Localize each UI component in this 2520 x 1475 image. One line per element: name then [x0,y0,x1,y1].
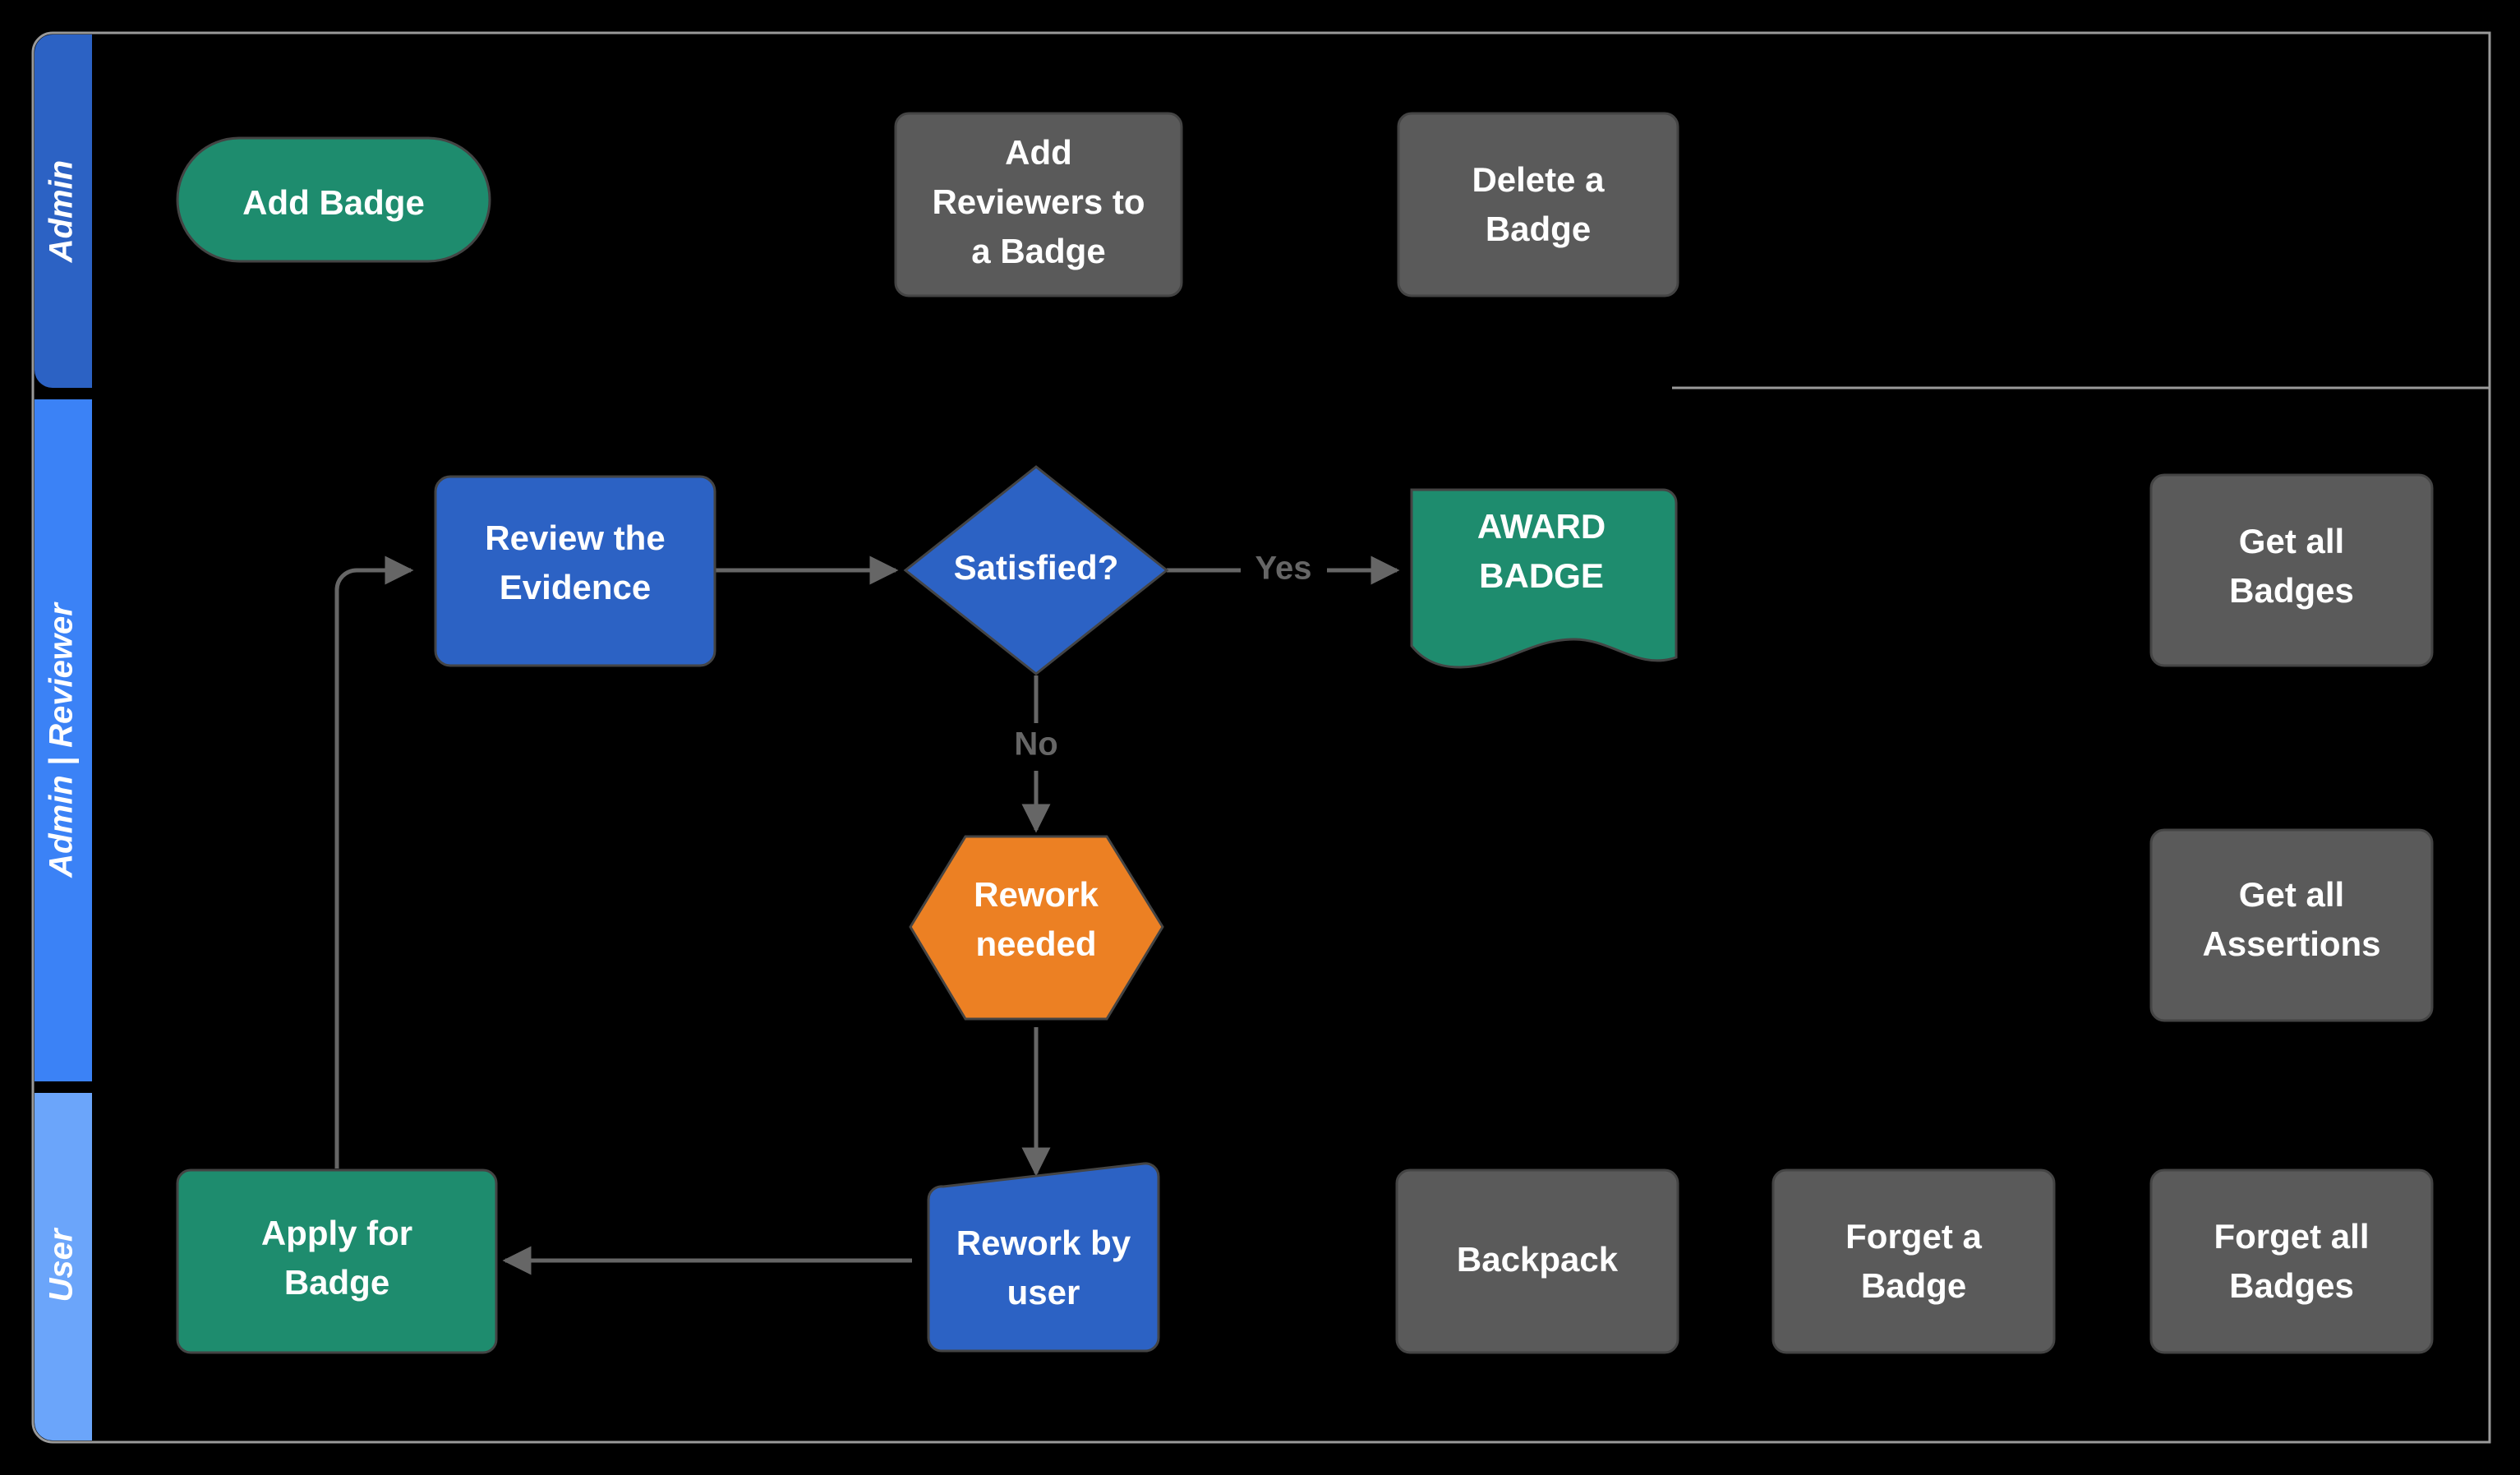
edge-label-yes: Yes [1255,551,1312,587]
node-forget-all-badges-shape [2149,1168,2434,1354]
node-apply-for-badge-shape [176,1168,498,1354]
node-forget-a-badge-line2: Badge [1861,1266,1966,1305]
node-rework-by-user-line1: Rework by [956,1224,1131,1262]
node-award-badge-shape [1410,488,1678,669]
node-forget-a-badge[interactable]: Forget a Badge [1771,1168,2056,1354]
node-rework-needed-shape [909,835,1164,1021]
lane-admin-bar [35,35,92,388]
edge-label-no: No [1014,726,1057,763]
node-add-badge-shape [176,136,491,263]
node-add-reviewers-line2: Reviewers to [932,182,1145,221]
lane-user-bar [35,1093,92,1440]
node-get-all-assertions-line1: Get all [2239,875,2344,914]
node-backpack-shape [1395,1168,1679,1354]
lane-admin[interactable]: Admin [35,35,92,388]
edges-layer: (up) --> Review the Evidence --> Satisfi… [334,546,1400,1275]
node-get-all-assertions[interactable]: Get all Assertions [2149,828,2434,1022]
node-forget-all-badges[interactable]: Forget all Badges [2149,1168,2434,1354]
node-delete-badge-shape [1397,112,1679,297]
node-backpack[interactable]: Backpack [1395,1168,1679,1354]
node-add-reviewers-line1: Add [1005,133,1072,172]
node-add-badge-label: Add Badge [242,183,425,222]
lane-user-label: User [44,1227,80,1302]
lane-admin-reviewer-label: Admin | Reviewer [44,602,80,878]
node-rework-needed-line2: needed [975,924,1096,963]
node-rework-by-user[interactable]: Rework by user [927,1162,1160,1353]
node-review-evidence-line1: Review the [485,519,665,557]
node-rework-needed-line1: Rework [974,875,1099,914]
node-satisfied-shape [903,465,1169,675]
edge-apply-to-review [334,555,414,1168]
node-add-reviewers-line3: a Badge [971,232,1105,270]
node-rework-by-user-line2: user [1007,1273,1080,1311]
pool-border [31,31,2491,1444]
node-forget-all-badges-line2: Badges [2229,1266,2354,1305]
lane-admin-label: Admin [44,160,80,263]
node-delete-badge[interactable]: Delete a Badge [1397,112,1679,297]
node-backpack-label: Backpack [1457,1240,1619,1279]
node-add-reviewers-shape [894,112,1183,297]
node-review-evidence-line2: Evidence [500,568,651,606]
node-satisfied-label: Satisfied? [954,548,1119,587]
node-review-evidence[interactable]: Review the Evidence [434,475,716,667]
node-get-all-badges-line2: Badges [2229,571,2354,610]
node-forget-a-badge-shape [1771,1168,2056,1354]
lane-admin-reviewer[interactable]: Admin | Reviewer [35,399,92,1081]
node-get-all-badges-line1: Get all [2239,522,2344,560]
node-get-all-assertions-line2: Assertions [2202,924,2380,963]
node-award-badge-line2: BADGE [1479,556,1604,595]
node-award-badge-line1: AWARD [1477,507,1606,546]
node-rework-needed[interactable]: Rework needed [909,835,1164,1021]
node-rework-by-user-shape [927,1162,1160,1353]
node-apply-for-badge-line1: Apply for [261,1214,412,1252]
node-get-all-badges-shape [2149,473,2434,667]
node-forget-all-badges-line1: Forget all [2214,1217,2369,1256]
node-review-evidence-shape [434,475,716,667]
node-add-badge[interactable]: Add Badge [176,136,491,263]
node-get-all-badges[interactable]: Get all Badges [2149,473,2434,667]
node-forget-a-badge-line1: Forget a [1845,1217,1982,1256]
node-add-reviewers[interactable]: Add Reviewers to a Badge [894,112,1183,297]
edge-label-no-bg [998,723,1074,771]
edge-label-yes-bg [1241,546,1327,594]
node-apply-for-badge[interactable]: Apply for Badge [176,1168,498,1354]
lane-user[interactable]: User [35,1093,92,1440]
node-delete-badge-line2: Badge [1486,210,1591,248]
node-apply-for-badge-line2: Badge [284,1263,389,1302]
node-satisfied[interactable]: Satisfied? [903,465,1169,675]
lane-admin-reviewer-bar [35,399,92,1081]
node-delete-badge-line1: Delete a [1472,160,1605,199]
node-award-badge[interactable]: AWARD BADGE [1410,488,1678,669]
node-get-all-assertions-shape [2149,828,2434,1022]
